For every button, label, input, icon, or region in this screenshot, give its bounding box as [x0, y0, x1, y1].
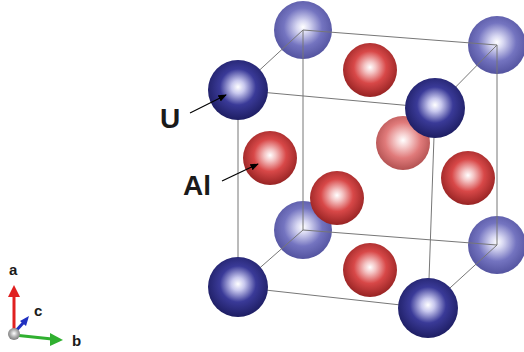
- unit-cell-edges: [238, 30, 497, 308]
- atom-label: Al: [183, 172, 211, 200]
- atom-label: U: [160, 105, 180, 133]
- axis-label: c: [34, 303, 42, 318]
- al-atoms: [243, 43, 495, 297]
- back-atoms: [274, 1, 524, 274]
- axis-triad: [8, 285, 63, 346]
- leader-lines: [190, 95, 258, 181]
- axis-label: a: [9, 262, 17, 277]
- u-atoms: [208, 60, 465, 338]
- axis-label: b: [72, 333, 81, 348]
